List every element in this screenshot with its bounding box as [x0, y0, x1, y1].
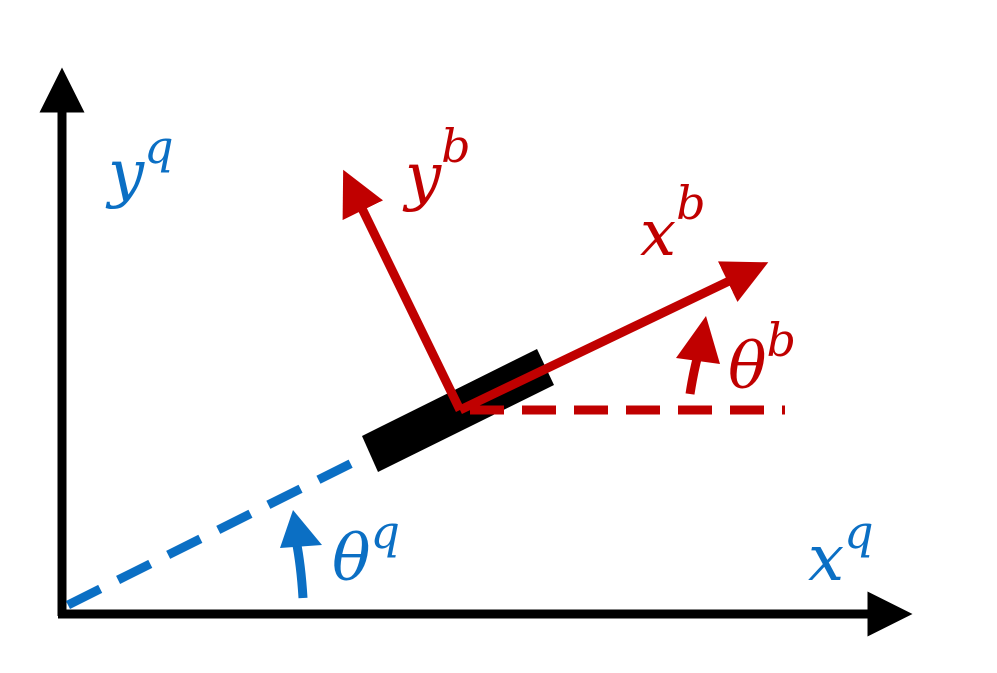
quad-heading-dashed-line [65, 450, 371, 610]
theta-b-label: θb [728, 313, 796, 404]
xb-label: xb [640, 176, 706, 271]
yq-label: yq [105, 120, 174, 211]
xb-axis [458, 261, 769, 415]
theta-q-label: θq [332, 505, 400, 596]
theta-q-arrowhead [280, 510, 322, 548]
yb-axis [342, 169, 465, 412]
theta-q-arrow [291, 539, 308, 599]
yb-label: yb [402, 119, 471, 214]
theta-b-arrowhead [676, 316, 720, 364]
xq-label: xq [808, 505, 874, 596]
